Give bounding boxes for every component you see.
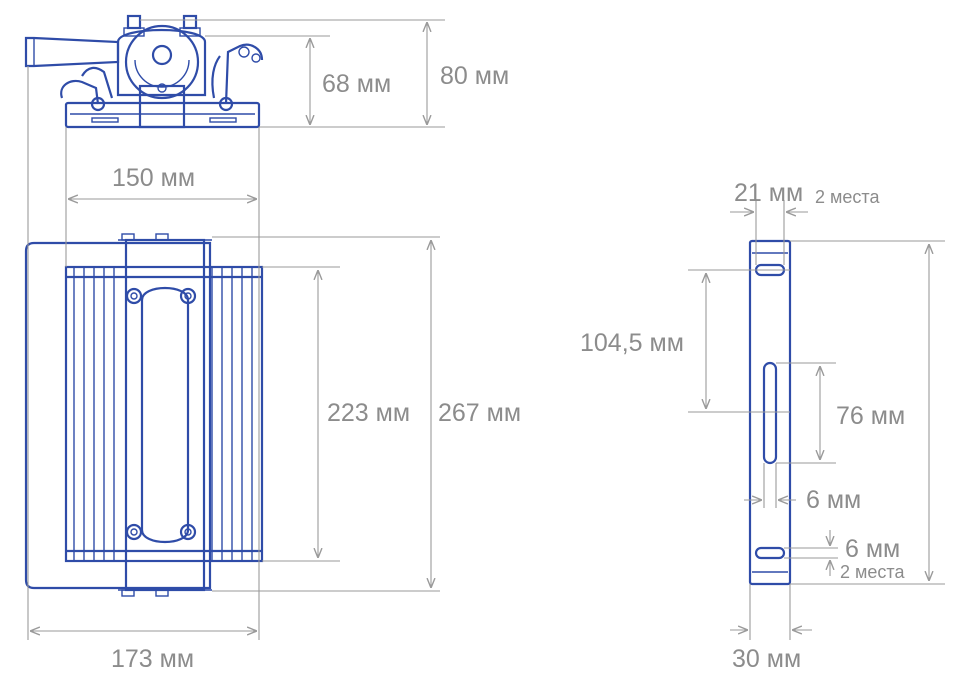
dim-label-80: 80 мм: [440, 62, 509, 90]
dim-label-150: 150 мм: [112, 164, 195, 192]
dim-label-76: 76 мм: [836, 402, 905, 430]
dim-label-223: 223 мм: [327, 399, 410, 427]
dim-label-267: 267 мм: [438, 399, 521, 427]
dim-label-6-slot: 6 мм: [806, 486, 861, 514]
dim-label-104-5: 104,5 мм: [580, 329, 684, 357]
dim-label-173: 173 мм: [111, 645, 194, 673]
front-view-luminaire: [24, 233, 264, 597]
dimension-lines: [27, 19, 945, 640]
dim-label-6-hole: 6 мм: [845, 535, 900, 563]
dim-label-30: 30 мм: [732, 645, 801, 673]
dim-note-21: 2 места: [815, 187, 880, 207]
top-view-mount: [24, 14, 264, 129]
dim-note-6-hole: 2 места: [840, 562, 905, 582]
dim-label-68: 68 мм: [322, 70, 391, 98]
dim-label-21: 21 мм: [734, 179, 803, 207]
